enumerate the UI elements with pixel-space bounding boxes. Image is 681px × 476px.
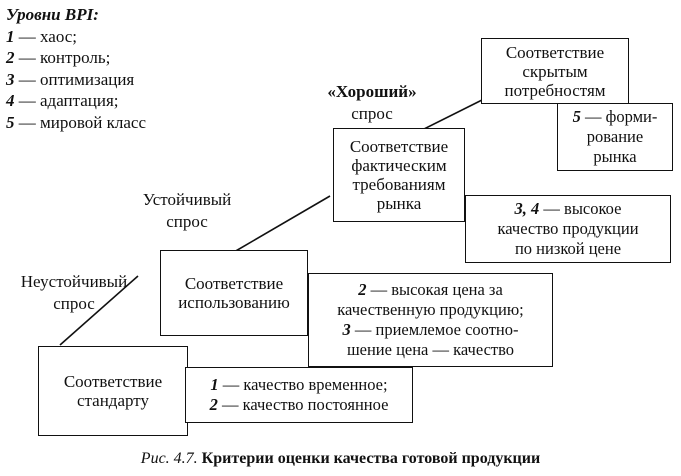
step-box-line: Соответствие bbox=[505, 42, 605, 62]
note-line: 5 — форми- bbox=[572, 107, 658, 126]
legend-title: Уровни BPI: bbox=[6, 5, 99, 24]
step-box-line: Соответствие bbox=[184, 274, 284, 293]
demand-label-line: спрос bbox=[351, 104, 393, 123]
demand-label-line: спрос bbox=[166, 212, 208, 231]
step-box-line: Соответствие bbox=[63, 372, 163, 391]
legend-item: 4 — адаптация; bbox=[6, 91, 119, 110]
note-line: 2 — высокая цена за bbox=[358, 280, 503, 299]
step-box-line: стандарту bbox=[76, 391, 149, 410]
note-line: 1 — качество временное; bbox=[210, 375, 388, 394]
demand-label-line: Неустойчивый bbox=[20, 272, 128, 291]
note-line: качественную продукцию; bbox=[337, 300, 524, 319]
legend: Уровни BPI: 1 — хаос; 2 — контроль; 3 — … bbox=[6, 4, 146, 133]
legend-item: 3 — оптимизация bbox=[6, 69, 135, 89]
legend-item: 1 — хаос; bbox=[6, 26, 78, 46]
demand-label-line: Устойчивый bbox=[142, 190, 232, 209]
note-box-3: 3, 4 — высокое качество продукции по низ… bbox=[465, 195, 671, 263]
demand-label-stable: Устойчивый спрос bbox=[132, 189, 242, 233]
legend-item: 5 — мировой класс bbox=[6, 112, 146, 132]
step-box-market: Соответствие фактическим требованиям рын… bbox=[333, 128, 465, 222]
note-line: рынка bbox=[593, 147, 637, 166]
legend-item: 2 — контроль; bbox=[6, 48, 111, 67]
step-box-line: использованию bbox=[178, 293, 290, 312]
demand-label-line: спрос bbox=[53, 294, 95, 313]
step-box-line: требованиям bbox=[352, 175, 446, 194]
step-box-usage: Соответствие использованию bbox=[160, 250, 308, 336]
demand-label-good: «Хороший» спрос bbox=[318, 81, 426, 125]
figure-caption: Рис. 4.7. Критерии оценки качества готов… bbox=[0, 450, 681, 468]
note-line: по низкой цене bbox=[514, 239, 622, 258]
step-box-standard: Соответствие стандарту bbox=[38, 346, 188, 436]
demand-label-unstable: Неустойчивый спрос bbox=[4, 271, 144, 315]
note-line: 3 — приемлемое соотно- bbox=[342, 320, 519, 339]
demand-label-line: «Хороший» bbox=[327, 82, 417, 101]
step-box-line: потребностям bbox=[504, 80, 606, 100]
note-line: рование bbox=[586, 127, 644, 146]
note-line: 3, 4 — высокое bbox=[514, 199, 622, 218]
note-line: 2 — качество постоянное bbox=[209, 395, 389, 414]
figure-number: Рис. 4.7. bbox=[140, 450, 198, 467]
figure-title: Критерии оценки качества готовой продукц… bbox=[201, 450, 541, 467]
note-box-1: 1 — качество временное; 2 — качество пос… bbox=[185, 367, 413, 423]
connector-line-2 bbox=[233, 195, 331, 253]
step-box-line: рынка bbox=[376, 194, 422, 213]
note-box-2: 2 — высокая цена за качественную продукц… bbox=[308, 273, 553, 367]
note-line: качество продукции bbox=[497, 219, 639, 238]
note-line: шение цена — качество bbox=[346, 340, 515, 359]
step-box-line: Соответствие bbox=[349, 137, 449, 156]
connector-line-1 bbox=[59, 275, 139, 346]
step-box-hidden: Соответствие скрытым потребностям bbox=[481, 38, 629, 104]
step-box-line: скрытым bbox=[522, 61, 588, 81]
note-box-4: 5 — форми- рование рынка bbox=[557, 103, 673, 171]
step-box-line: фактическим bbox=[351, 156, 447, 175]
